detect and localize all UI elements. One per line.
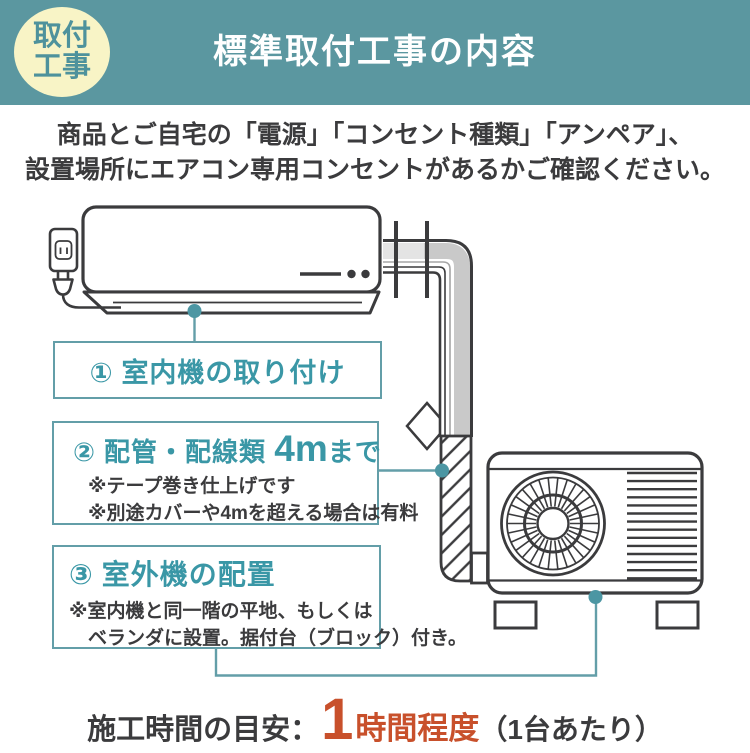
step1-label: 室内機の取り付け [121, 357, 346, 388]
step2-label: 配管・配線類 [104, 437, 267, 467]
intro-line1: 商品とご自宅の「電源」「コンセント種類」「アンペア」、 [56, 121, 694, 149]
indoor-unit-icon [81, 205, 382, 315]
power-plug-icon [52, 271, 121, 309]
fan-swirl [523, 493, 583, 554]
step2-note: ※別途カバーや4mを超える場合は有料 [88, 503, 419, 524]
time-estimate: 施工時間の目安：1時間程度（1台あたり） [0, 686, 750, 753]
time-estimate-duration: 時間程度 [355, 711, 480, 746]
diamond-decoration [405, 401, 449, 451]
time-estimate-label: 施工時間の目安： [87, 714, 320, 746]
indicator-dot [347, 269, 356, 279]
intro-line2: 設置場所にエアコン専用コンセントがあるかご確認ください。 [24, 156, 725, 184]
connector-dot-pipe [435, 463, 449, 478]
indicator-dot [361, 269, 370, 279]
outdoor-unit-icon [486, 451, 704, 630]
connector-dot-indoor [187, 304, 202, 318]
header-bar: 標準取付工事の内容 [0, 0, 750, 105]
refrigerant-pipe-icon [383, 239, 473, 438]
wall-icon [394, 221, 429, 298]
step2-number: ② [73, 437, 97, 467]
unit-foot [655, 600, 700, 630]
step2-note: ※テープ巻き仕上げです [88, 476, 296, 497]
time-estimate-number: 1 [321, 687, 354, 752]
fan-icon [500, 470, 606, 577]
intro-text: 商品とご自宅の「電源」「コンセント種類」「アンペア」、 設置場所にエアコン専用コ… [0, 118, 750, 188]
pipe-joint-icon [470, 551, 489, 585]
badge-line2: 工事 [32, 51, 91, 83]
unit-foot [493, 600, 538, 630]
fan-blades [507, 478, 599, 569]
time-estimate-per-unit: （1台あたり） [479, 714, 663, 745]
power-cord [61, 294, 121, 309]
step3-notes: ※室内機と同一階の平地、もしくは ベランダに設置。据付台（ブロック）付き。 [69, 598, 468, 652]
installation-badge: 取付 工事 [14, 7, 110, 97]
step3-number: ③ [69, 559, 94, 590]
connector-dot-outdoor [588, 590, 603, 604]
step2-highlight: 4m [274, 428, 328, 469]
step2-label-suffix: まで [327, 437, 382, 467]
power-outlet-icon [48, 227, 79, 273]
grille-lines [627, 471, 697, 580]
tape-wrapped-pipe-icon [439, 434, 473, 583]
step3-label: 室外機の配置 [101, 559, 276, 590]
step2-notes: ※テープ巻き仕上げです ※別途カバーや4mを超える場合は有料 [73, 473, 419, 527]
step1-number: ① [89, 357, 114, 388]
page-title: 標準取付工事の内容 [213, 33, 537, 71]
step3-note: ※室内機と同一階の平地、もしくは [69, 601, 373, 622]
step3-note: ベランダに設置。据付台（ブロック）付き。 [88, 628, 468, 649]
badge-line1: 取付 [32, 20, 91, 52]
